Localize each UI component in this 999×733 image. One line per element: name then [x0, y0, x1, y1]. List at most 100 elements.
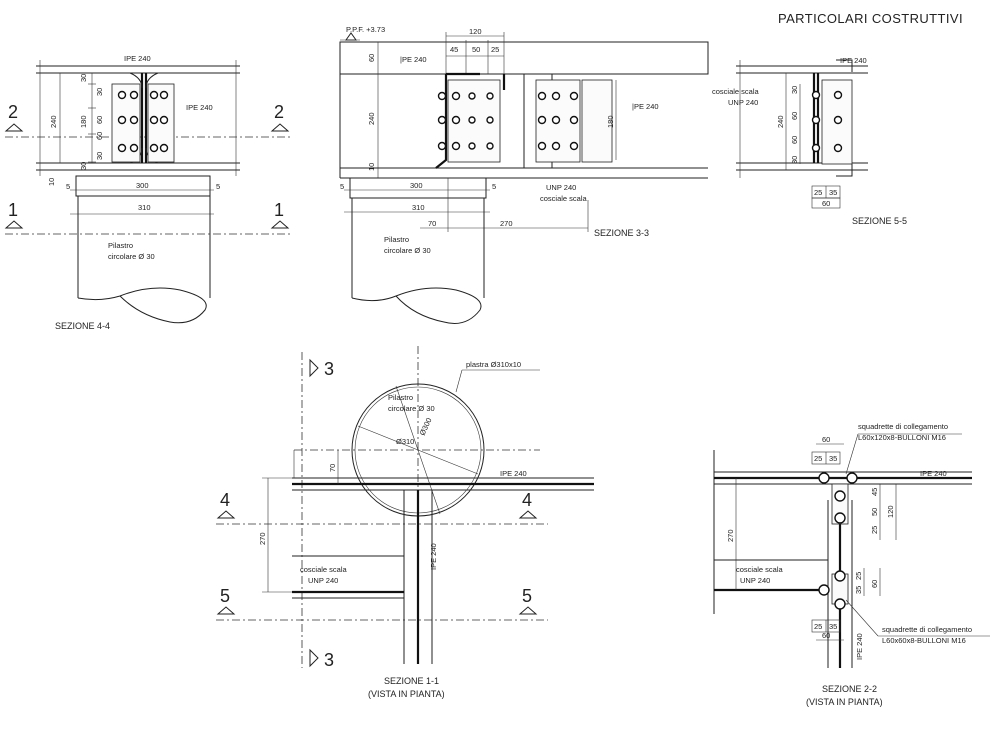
label-circolare-4-4: circolare Ø 30	[108, 252, 155, 261]
dim-25-5-5: 25	[814, 188, 822, 197]
dim-25-mid-2-2: 25	[854, 572, 863, 580]
mark-2-right: 2	[274, 102, 284, 122]
dim-310-4-4: 310	[138, 203, 151, 212]
mark-4-left: 4	[220, 490, 230, 510]
dim-300-3-3: 300	[410, 181, 423, 190]
dim-60-b-5-5: 60	[790, 136, 799, 144]
dim-240-3-3: 240	[367, 112, 376, 125]
dim-5-right-4-4: 5	[216, 182, 220, 191]
dim-35-bot-2-2: 35	[829, 622, 837, 631]
dim-35-top-2-2: 35	[829, 454, 837, 463]
label-ipe240-v-1-1: IPE 240	[429, 543, 438, 570]
label-cosciale-2-2: cosciale scala	[736, 565, 784, 574]
section-label-4-4: SEZIONE 4-4	[55, 321, 110, 331]
mark-4-right: 4	[522, 490, 532, 510]
dim-180-3-3: 180	[606, 115, 615, 128]
dim-25-3-3: 25	[491, 45, 499, 54]
dim-60-b-4-4: 60	[95, 132, 104, 140]
dim-60-a-5-5: 60	[790, 112, 799, 120]
dim-270-1-1: 270	[258, 532, 267, 545]
dim-70-1-1: 70	[328, 464, 337, 472]
mark-5-left: 5	[220, 586, 230, 606]
dim-5-left-3-3: 5	[340, 182, 344, 191]
label-ppf: P.P.F. +3.73	[346, 25, 385, 34]
section-3-3: P.P.F. +3.73 |PE 240 60 240 10 120 45 50…	[339, 25, 709, 324]
bolt-group-4-4	[117, 90, 169, 153]
label-ipe240-side-3-3: |PE 240	[632, 102, 659, 111]
dim-30-d-4-4: 30	[79, 162, 88, 170]
label-ipe240-v-2-2: IPE 240	[855, 633, 864, 660]
dim-30-c-4-4: 30	[95, 152, 104, 160]
dim-25-right-2-2: 25	[870, 526, 879, 534]
dim-30-a-4-4: 30	[79, 74, 88, 82]
dim-25-top-2-2: 25	[814, 454, 822, 463]
label-circolare-1-1: circolare Ø 30	[388, 404, 435, 413]
dim-35-mid-2-2: 35	[854, 586, 863, 594]
bolt-group-5-5	[811, 90, 843, 153]
dim-240-5-5: 240	[776, 115, 785, 128]
mark-3-bottom: 3	[324, 650, 334, 670]
dim-240-4-4: 240	[49, 115, 58, 128]
bolt-group-2-2	[818, 472, 858, 610]
mark-1-left: 1	[8, 200, 18, 220]
dim-25-bot-2-2: 25	[814, 622, 822, 631]
label-ipe240-h-2-2: IPE 240	[920, 469, 947, 478]
label-circolare-3-3: circolare Ø 30	[384, 246, 431, 255]
dim-10-4-4: 10	[47, 178, 56, 186]
dim-180-4-4: 180	[79, 115, 88, 128]
label-ipe240-5-5: IPE 240	[840, 56, 867, 65]
label-unp240-2-2: UNP 240	[740, 576, 770, 585]
label-pilastro-3-3: Pilastro	[384, 235, 409, 244]
dim-60-bot-2-2: 60	[822, 631, 830, 640]
mark-1-right: 1	[274, 200, 284, 220]
dim-60-mid-2-2: 60	[870, 580, 879, 588]
dim-310-3-3: 310	[412, 203, 425, 212]
mark-3-top: 3	[324, 359, 334, 379]
dim-50-3-3: 50	[472, 45, 480, 54]
bolt-group-3-3	[437, 91, 579, 151]
dim-30-b-4-4: 30	[95, 88, 104, 96]
dim-270-3-3: 270	[500, 219, 513, 228]
label-d300: Ø300	[418, 416, 434, 436]
label-unp240-3-3: UNP 240	[546, 183, 576, 192]
label-pilastro-1-1: Pilastro	[388, 393, 413, 402]
dim-5-right-3-3: 5	[492, 182, 496, 191]
dim-10-3-3: 10	[367, 163, 376, 171]
dim-70-3-3: 70	[428, 219, 436, 228]
dim-30-b-5-5: 30	[790, 156, 799, 164]
dim-60-c-5-5: 60	[822, 199, 830, 208]
label-pilastro-4-4: Pilastro	[108, 241, 133, 250]
label-sq-a: L60x120x8-BULLONI M16	[858, 433, 946, 442]
label-d310: Ø310	[396, 437, 414, 446]
dim-30-a-5-5: 30	[790, 86, 799, 94]
section-sublabel-1-1: (VISTA IN PIANTA)	[368, 689, 445, 699]
mark-5-right: 5	[522, 586, 532, 606]
dim-50-2-2: 50	[870, 508, 879, 516]
label-squadrette-top: squadrette di collegamento	[858, 422, 948, 431]
dim-35-5-5: 35	[829, 188, 837, 197]
dim-300-4-4: 300	[136, 181, 149, 190]
section-label-3-3: SEZIONE 3-3	[594, 228, 649, 238]
mark-2-left: 2	[8, 102, 18, 122]
section-1-1: 3 3 4 4 5 5 Ø310 Ø300 Pilastro circolare…	[216, 346, 594, 699]
dim-120-3-3: 120	[469, 27, 482, 36]
section-label-2-2: SEZIONE 2-2	[822, 684, 877, 694]
section-label-1-1: SEZIONE 1-1	[384, 676, 439, 686]
dim-60-3-3: 60	[367, 54, 376, 62]
label-squadrette-bottom: squadrette di collegamento	[882, 625, 972, 634]
label-unp240-5-5: UNP 240	[728, 98, 758, 107]
dim-60-top-2-2: 60	[822, 435, 830, 444]
dim-270-2-2: 270	[726, 529, 735, 542]
dim-5-left-4-4: 5	[66, 182, 70, 191]
label-unp240-1-1: UNP 240	[308, 576, 338, 585]
section-sublabel-2-2: (VISTA IN PIANTA)	[806, 697, 883, 707]
label-ipe240-h-1-1: IPE 240	[500, 469, 527, 478]
label-plastra: plastra Ø310x10	[466, 360, 521, 369]
section-2-2: IPE 240 IPE 240 cosciale scala UNP 240 6…	[713, 422, 990, 707]
label-cosciale-5-5: cosciale scala	[712, 87, 760, 96]
section-5-5: IPE 240 cosciale scala UNP 240 240 30 60…	[712, 56, 907, 226]
dim-60-a-4-4: 60	[95, 116, 104, 124]
drawing-title: PARTICOLARI COSTRUTTIVI	[778, 11, 963, 26]
label-cosciale-3-3: cosciale scala	[540, 194, 588, 203]
